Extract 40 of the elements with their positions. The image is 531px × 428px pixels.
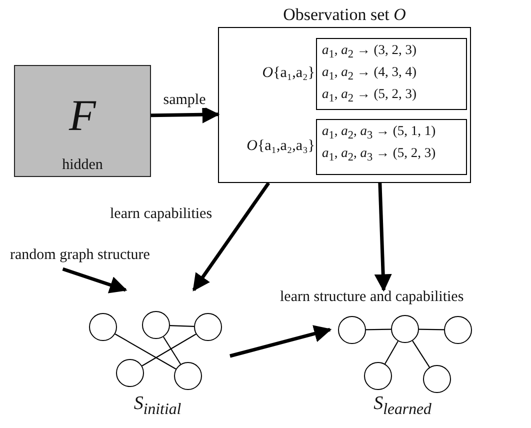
- observation-row: a$_{1}$, a$_{2}$, a$_{3}$ → (5, 1, 1): [322, 124, 436, 142]
- arrow: [374, 182, 392, 292]
- arrow: [230, 325, 332, 358]
- graph-edge: [384, 340, 398, 364]
- arrow: [62, 267, 128, 294]
- graph-vertex: [364, 362, 392, 390]
- graph-vertex: [174, 362, 202, 390]
- graph-edge: [114, 334, 176, 370]
- edge-label: sample: [163, 92, 206, 108]
- graph-vertex: [89, 313, 117, 341]
- graph-vertex: [142, 311, 170, 339]
- graph-vertex: [194, 313, 222, 341]
- subset-label: O{a₁,a₂,a₃}: [246, 138, 315, 154]
- subset-label: O{a₁,a₂}: [262, 65, 315, 82]
- graph-edge: [170, 325, 194, 327]
- arrow: [150, 106, 220, 124]
- annotation-text: random graph structure: [10, 247, 150, 264]
- graph-edge: [162, 336, 182, 364]
- graph-vertex: [116, 359, 144, 387]
- graph-edge: [142, 334, 196, 366]
- observation-set-title: Observation set O: [283, 6, 406, 25]
- graph-edge: [366, 328, 391, 330]
- arrow: [192, 182, 270, 292]
- observation-row: a$_{1}$, a$_{2}$, a$_{3}$ → (5, 2, 3): [322, 146, 436, 164]
- annotation-text: learn capabilities: [110, 206, 212, 222]
- graph-vertex: [391, 315, 419, 343]
- graph-vertex: [444, 316, 472, 344]
- graph-vertex: [423, 365, 451, 393]
- hidden-caption: hidden: [62, 156, 103, 173]
- graph-vertex: [338, 316, 366, 344]
- graph-label: S$_{learned}$: [374, 394, 432, 418]
- graph-label: S$_{initial}$: [134, 394, 182, 418]
- observation-row: a$_{1}$, a$_{2}$ → (3, 2, 3): [322, 43, 416, 62]
- function-symbol: F: [69, 92, 96, 140]
- graph-edge: [412, 340, 430, 368]
- observation-row: a$_{1}$, a$_{2}$ → (4, 3, 4): [322, 65, 416, 84]
- graph-edge: [419, 328, 444, 330]
- annotation-text: learn structure and capabilities: [280, 289, 464, 306]
- hidden-function-box: [14, 65, 151, 177]
- observation-row: a$_{1}$, a$_{2}$ → (5, 2, 3): [322, 87, 416, 106]
